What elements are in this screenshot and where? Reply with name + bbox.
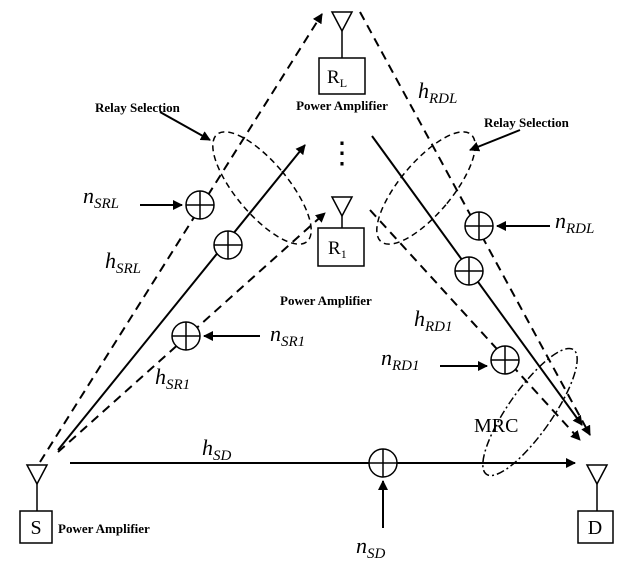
source-label: S [30, 517, 41, 539]
channel-label-h-rdl: hRDL [418, 78, 457, 107]
noise-label-n-rd1: nRD1 [381, 345, 420, 374]
relay-l-subscript: L [340, 76, 347, 90]
solid-link-source-relay [57, 144, 306, 451]
relay-selection-ellipse-left [212, 131, 312, 245]
noise-label-n-sr1: nSR1 [270, 321, 305, 350]
adder-node [185, 190, 215, 220]
mrc-combiner-ellipse [482, 347, 578, 477]
antenna-icon [330, 11, 354, 58]
adder-node [454, 256, 484, 286]
adder-node [368, 448, 398, 478]
source-node: S [19, 510, 53, 544]
mrc-label: MRC [474, 415, 518, 437]
antenna-icon [25, 464, 49, 511]
relay-l-power-amplifier-label: Power Amplifier [296, 98, 388, 113]
relay-1-node: R1 [317, 227, 365, 267]
antenna-icon [330, 196, 354, 228]
svg-text:RL: RL [327, 67, 347, 90]
antenna-icon [585, 464, 609, 511]
relay-selection-label-left: Relay Selection [95, 100, 181, 115]
relay-1-power-amplifier-label: Power Amplifier [280, 293, 372, 308]
noise-label-n-sd: nSD [356, 533, 386, 562]
relay-selection-label-right: Relay Selection [484, 115, 570, 130]
noise-label-n-rdl: nRDL [555, 208, 594, 237]
channel-label-h-sr1: hSR1 [155, 364, 190, 393]
noise-label-n-srl: nSRL [83, 183, 119, 212]
channel-label-h-srl: hSRL [105, 248, 141, 277]
relay-1-label: R [328, 238, 341, 259]
relay-1-subscript: 1 [341, 247, 347, 261]
destination-label: D [588, 517, 602, 539]
relay-selection-ellipse-right [376, 131, 476, 245]
adder-node [464, 211, 494, 241]
channel-label-h-rd1: hRD1 [414, 306, 453, 335]
dashed-link-source-relay-l [39, 13, 323, 463]
destination-node: D [577, 510, 614, 544]
channel-label-h-sd: hSD [202, 435, 232, 464]
adder-node [213, 230, 243, 260]
source-power-amplifier-label: Power Amplifier [58, 521, 150, 536]
svg-text:R1: R1 [328, 238, 347, 261]
adder-node [490, 345, 520, 375]
relay-selection-pointer-left [159, 111, 211, 141]
relay-l-label: R [327, 67, 340, 88]
relay-l-node: RL [318, 57, 366, 95]
relay-selection-pointer-right [469, 129, 521, 152]
adder-node [171, 321, 201, 351]
dashed-link-relay-1-destination [369, 209, 581, 441]
relay-ellipsis: ⋮ [327, 137, 357, 170]
